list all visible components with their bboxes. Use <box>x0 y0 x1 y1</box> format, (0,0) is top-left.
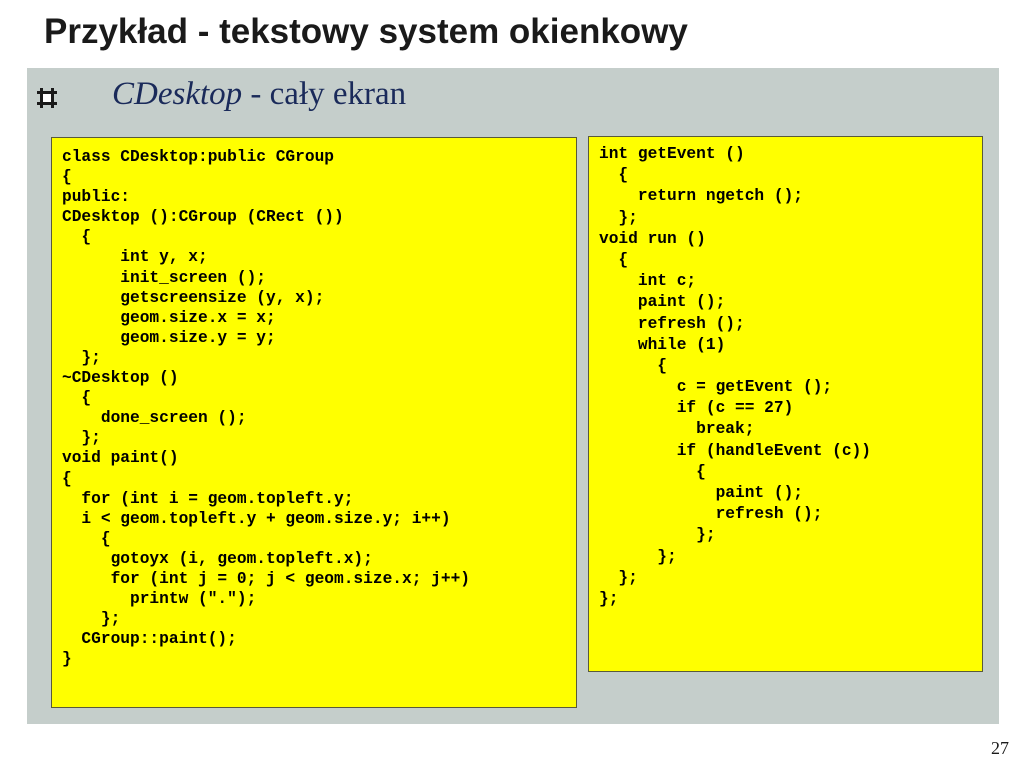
code-line: if (handleEvent (c)) <box>599 441 871 460</box>
bullet-row <box>36 78 58 118</box>
code-line: { <box>599 250 629 269</box>
code-line: refresh (); <box>599 314 745 333</box>
code-line: ~CDesktop () <box>62 369 179 388</box>
code-line: c = getEvent (); <box>599 378 833 397</box>
code-line: getscreensize (y, x); <box>62 288 325 307</box>
code-line: }; <box>62 429 101 448</box>
code-line: void run () <box>599 229 706 248</box>
bullet-text: CDesktop - cały ekran <box>112 76 406 113</box>
code-line: done_screen (); <box>62 409 247 428</box>
code-line: if (c == 27) <box>599 399 794 418</box>
code-line: while (1) <box>599 335 726 354</box>
code-line: break; <box>599 420 755 439</box>
code-line: { <box>599 166 629 185</box>
bullet-text-description: - cały ekran <box>242 76 407 112</box>
code-line: paint (); <box>599 293 726 312</box>
code-line: init_screen (); <box>62 268 266 287</box>
code-line: gotoyx (i, geom.topleft.x); <box>62 549 373 568</box>
code-line: } <box>62 650 72 669</box>
code-line: public: <box>62 188 130 207</box>
code-line: int getEvent () <box>599 145 745 163</box>
code-line: CGroup::paint(); <box>62 630 237 649</box>
slide-title: Przykład - tekstowy system okienkowy <box>44 12 688 51</box>
page-number: 27 <box>991 738 1009 758</box>
code-line: int c; <box>599 272 697 291</box>
code-line: }; <box>62 610 121 629</box>
code-line: CDesktop ():CGroup (CRect ()) <box>62 208 344 227</box>
code-line: paint (); <box>599 484 803 502</box>
code-line: void paint() <box>62 449 179 468</box>
code-line: { <box>62 529 111 548</box>
code-line: }; <box>599 526 716 545</box>
code-line: }; <box>599 208 638 227</box>
code-box-right: int getEvent () { return ngetch (); }; vo… <box>588 136 983 672</box>
code-line: { <box>599 356 667 375</box>
code-line: refresh (); <box>599 505 823 524</box>
code-line: { <box>62 469 72 488</box>
code-line: return ngetch (); <box>599 187 803 206</box>
code-line: i < geom.topleft.y + geom.size.y; i++) <box>62 509 451 528</box>
code-line: for (int j = 0; j < geom.size.x; j++) <box>62 569 470 588</box>
code-line: { <box>62 168 72 187</box>
code-line: { <box>599 462 706 481</box>
code-line: }; <box>599 589 619 608</box>
bullet-text-class-name: CDesktop <box>112 76 243 112</box>
code-line: { <box>62 228 92 247</box>
code-box-left: class CDesktop:public CGroup{public:CDes… <box>51 137 577 708</box>
hash-square-icon <box>36 87 58 109</box>
code-line: }; <box>599 547 677 566</box>
code-line: }; <box>62 348 101 367</box>
code-line: { <box>62 389 92 408</box>
code-line: geom.size.y = y; <box>62 328 276 347</box>
code-line: geom.size.x = x; <box>62 308 276 327</box>
code-line: printw ("."); <box>62 590 257 609</box>
code-line: }; <box>599 568 638 587</box>
code-line: for (int i = geom.topleft.y; <box>62 489 354 508</box>
code-line: class CDesktop:public CGroup <box>62 148 334 166</box>
code-line: int y, x; <box>62 248 208 267</box>
